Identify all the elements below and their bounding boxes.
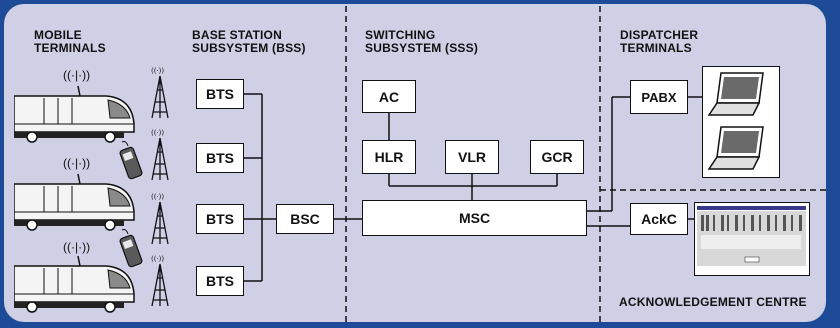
radio-tower-icon: ((·)) [151, 129, 169, 181]
screen-grid-icon [697, 206, 806, 266]
train-icon [14, 255, 135, 313]
mobile-phone-icon [119, 229, 143, 268]
header-bss-line2: SUBSYSTEM (BSS) [192, 41, 306, 55]
bts-box-3: BTS [196, 204, 244, 234]
ackc-box: AckC [630, 203, 688, 235]
dispatcher-terminals-panel [702, 66, 780, 178]
bts-box-1: BTS [196, 79, 244, 109]
header-sss-line1: SWITCHING [365, 28, 436, 42]
svg-text:((·)): ((·)) [151, 129, 164, 137]
msc-box: MSC [362, 200, 587, 236]
svg-text:((·)): ((·)) [151, 193, 164, 201]
svg-text:((·)): ((·)) [151, 255, 164, 263]
radio-waves-icon: ((·|·)) [63, 156, 91, 170]
train-icon [14, 85, 135, 143]
radio-tower-icon: ((·)) [151, 67, 169, 119]
gcr-box: GCR [530, 140, 584, 174]
header-ack-centre: ACKNOWLEDGEMENT CENTRE [619, 295, 807, 309]
header-mobile-terminals-line1: MOBILE [34, 28, 82, 42]
header-dispatcher-line1: DISPATCHER [620, 28, 699, 42]
radio-waves-icon: ((·|·)) [63, 240, 91, 254]
header-bss-line1: BASE STATION [192, 28, 282, 42]
header-bss: BASE STATION SUBSYSTEM (BSS) [192, 29, 306, 55]
radio-waves-icon: ((·|·)) [63, 68, 91, 82]
radio-tower-icon: ((·)) [151, 193, 169, 245]
header-mobile-terminals: MOBILE TERMINALS [34, 29, 106, 55]
ack-screen [694, 202, 810, 276]
laptop-icon [707, 72, 764, 170]
header-mobile-terminals-line2: TERMINALS [34, 41, 106, 55]
header-sss-line2: SUBSYSTEM (SSS) [365, 41, 479, 55]
header-dispatcher: DISPATCHER TERMINALS [620, 29, 698, 55]
header-dispatcher-line2: TERMINALS [620, 41, 692, 55]
pabx-box: PABX [630, 80, 688, 114]
hlr-box: HLR [362, 140, 416, 174]
train-icon [14, 173, 135, 231]
radio-tower-icon: ((·)) [151, 255, 169, 307]
svg-text:((·)): ((·)) [151, 67, 164, 75]
bsc-box: BSC [276, 204, 334, 234]
vlr-box: VLR [445, 140, 499, 174]
ac-box: AC [362, 80, 416, 113]
bts-box-2: BTS [196, 143, 244, 173]
bts-box-4: BTS [196, 266, 244, 296]
header-sss: SWITCHING SUBSYSTEM (SSS) [365, 29, 478, 55]
mobile-phone-icon [119, 141, 143, 180]
